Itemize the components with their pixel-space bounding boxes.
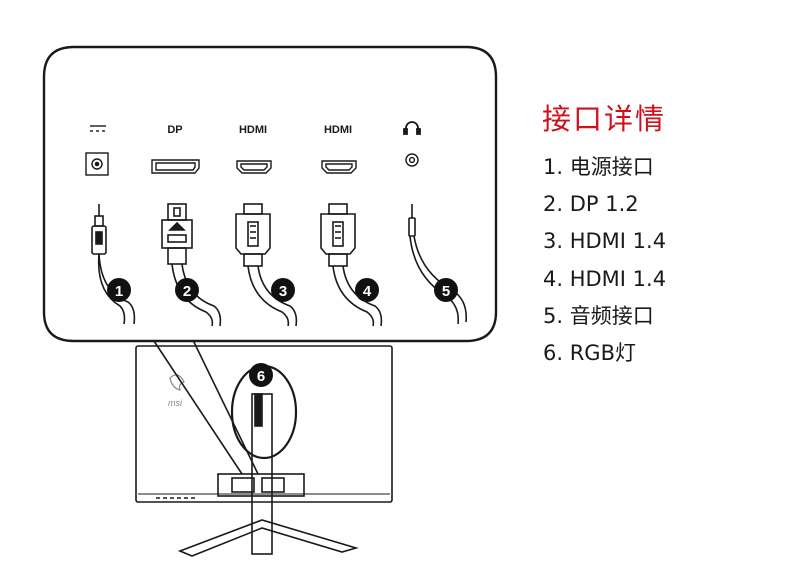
callout-pointer — [151, 337, 259, 475]
port-label-hdmi-2: HDMI — [324, 124, 352, 136]
port-block-slot-1 — [231, 477, 255, 493]
legend-item-rgb: 6. RGB灯 — [543, 340, 636, 365]
port-labels: DP HDMI HDMI — [90, 121, 421, 136]
port-block — [217, 473, 305, 497]
stand-base — [177, 519, 359, 557]
port-badges: 1 2 3 4 5 6 — [107, 278, 458, 387]
badge-3-number: 3 — [279, 283, 287, 300]
callout-bubble — [42, 45, 498, 343]
displayport-socket — [151, 159, 200, 174]
port-sockets — [85, 152, 419, 176]
badge-3: 3 — [271, 278, 295, 302]
hdmi-socket-2 — [321, 160, 357, 174]
legend-item-dp: 2. DP 1.2 — [543, 192, 639, 217]
legend-list: 1. 电源接口 2. DP 1.2 3. HDMI 1.4 4. HDMI 1.… — [543, 152, 666, 375]
headphone-icon — [403, 121, 421, 135]
badge-5: 5 — [434, 278, 458, 302]
dc-power-symbol — [90, 125, 106, 132]
displayport-plug — [161, 203, 222, 327]
legend-item-hdmi-2: 4. HDMI 1.4 — [543, 266, 667, 291]
port-block-slot-2 — [261, 477, 285, 493]
badge-1: 1 — [107, 278, 131, 302]
badge-5-number: 5 — [442, 283, 450, 300]
badge-4: 4 — [355, 278, 379, 302]
dc-power-plug — [91, 204, 136, 325]
badge-1-number: 1 — [115, 283, 123, 300]
msi-logo-text: msi — [168, 398, 183, 408]
badge-6-number: 6 — [257, 368, 265, 385]
legend-item-audio: 5. 音频接口 — [543, 303, 654, 328]
legend-title: 接口详情 — [542, 102, 667, 136]
hdmi-socket-1 — [236, 160, 272, 174]
cables — [91, 203, 468, 327]
legend-item-power: 1. 电源接口 — [543, 155, 654, 179]
badge-2-number: 2 — [183, 283, 191, 300]
audio-socket — [405, 153, 419, 167]
badge-2: 2 — [175, 278, 199, 302]
legend-item-hdmi-1: 3. HDMI 1.4 — [543, 229, 667, 254]
badge-6: 6 — [249, 363, 273, 387]
badge-4-number: 4 — [363, 283, 372, 300]
dc-power-socket — [85, 152, 109, 176]
port-label-hdmi-1: HDMI — [239, 124, 267, 136]
hdmi-plug-1 — [235, 203, 298, 327]
msi-logo: msi — [168, 374, 185, 408]
stand-clip — [254, 393, 263, 427]
port-label-dp: DP — [167, 124, 182, 136]
monitor-panel — [135, 345, 393, 503]
dragon-emblem — [169, 374, 185, 391]
hdmi-plug-2 — [320, 203, 383, 327]
